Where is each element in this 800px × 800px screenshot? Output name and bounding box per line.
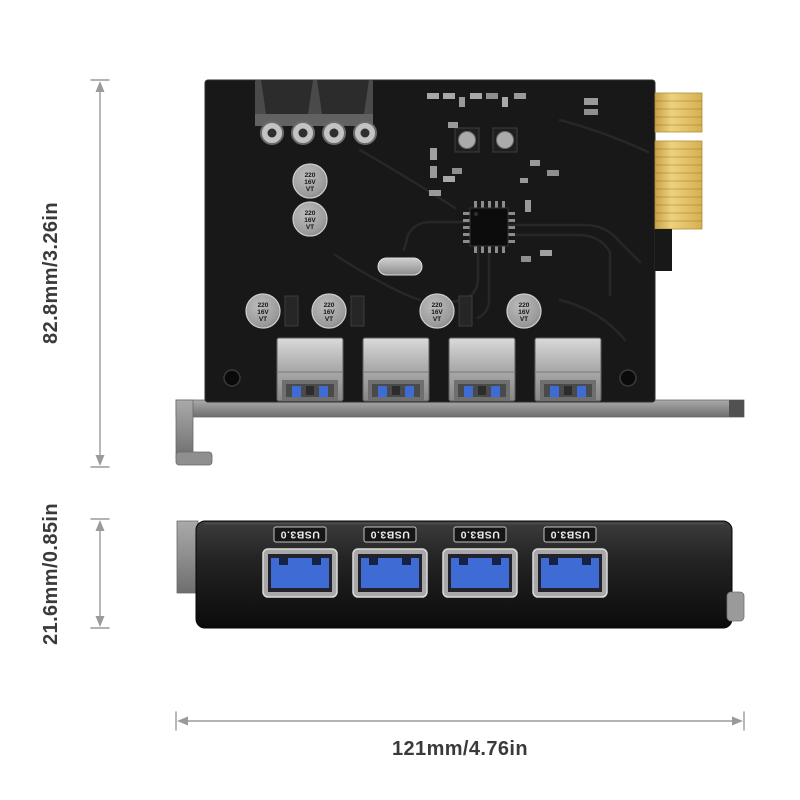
svg-text:VT: VT (433, 316, 441, 323)
usb-port-label-2: USB3.0 (370, 529, 410, 541)
power-connector-key-left (261, 80, 313, 114)
bracket-edge-tip (729, 400, 744, 417)
usb-contact-notch (279, 558, 288, 565)
svg-text:16V: 16V (431, 309, 443, 316)
usb-contact-notch (459, 558, 468, 565)
usb-port-label-4: USB3.0 (550, 529, 590, 541)
usb-port-label-3: USB3.0 (460, 529, 500, 541)
dimension-bracket-height: 21.6mm/0.85in (40, 503, 110, 645)
svg-text:220: 220 (324, 302, 335, 309)
capacitor-top-1: 220 16V VT (292, 163, 328, 199)
usb-contact-notch (369, 558, 378, 565)
crystal-oscillator (377, 257, 423, 276)
usb-port-rear-4: USB3.0 (532, 526, 608, 598)
pcie-edge-connector (654, 92, 703, 271)
usb-contact-notch (582, 558, 591, 565)
card-height-label: 82.8mm/3.26in (40, 202, 62, 344)
usb-shell-top-2 (362, 337, 430, 402)
controller-chip (463, 201, 515, 253)
capacitor-row-3: 220 16V VT (419, 293, 455, 329)
bracket-foot (175, 451, 213, 466)
capacitor-row-2: 220 16V VT (311, 293, 347, 329)
arrowhead-left (177, 716, 188, 726)
usb-contact-notch (549, 558, 558, 565)
pcie-finger-block-short (654, 92, 703, 133)
inductor-2 (492, 127, 518, 153)
power-connector-rail (255, 114, 373, 126)
usb-port-label-box-4 (543, 526, 597, 543)
usb-port-rear-1: USB3.0 (262, 526, 338, 598)
pcie-edge-step (655, 229, 672, 271)
usb-port-rear-3: USB3.0 (442, 526, 518, 598)
power-connector-pins (260, 121, 377, 145)
arrowhead-right (732, 716, 743, 726)
capacitor-top-2: 220 16V VT (292, 201, 328, 237)
card-width-label: 121mm/4.76in (392, 738, 528, 760)
arrowhead-up (95, 81, 105, 92)
arrowhead-down (95, 455, 105, 466)
svg-text:220: 220 (305, 210, 316, 217)
pcie-finger-lines-long (655, 148, 702, 222)
smd-components (284, 93, 598, 327)
svg-text:16V: 16V (323, 309, 335, 316)
power-connector-key-right (317, 80, 369, 114)
pcie-finger-block-long (654, 140, 703, 230)
usb-shell-top-1 (276, 337, 344, 402)
svg-text:16V: 16V (304, 179, 316, 186)
bracket-edge-strip (175, 399, 745, 418)
svg-text:16V: 16V (304, 217, 316, 224)
capacitor-row-4: 220 16V VT (506, 293, 542, 329)
usb-contact-notch (402, 558, 411, 565)
svg-text:220: 220 (519, 302, 530, 309)
usb-port-rear-2: USB3.0 (352, 526, 428, 598)
pcie-finger-lines-short (655, 100, 702, 126)
card-top-view: 220 16V VT 220 16V VT (175, 79, 745, 466)
arrowhead-down (95, 616, 105, 627)
bracket-side-tab (175, 399, 194, 459)
dimension-annotations: 82.8mm/3.26in 21.6mm/0.85in 121mm/4.76in (40, 79, 745, 760)
usb-shell-top-3 (448, 337, 516, 402)
capacitor-row-1: 220 16V VT (245, 293, 281, 329)
usb-contact-notch (492, 558, 501, 565)
usb-port-label-1: USB3.0 (280, 529, 320, 541)
inductor-1 (454, 127, 480, 153)
pcb-traces (333, 118, 650, 342)
bracket-left-tab (176, 520, 199, 594)
svg-text:220: 220 (432, 302, 443, 309)
svg-text:16V: 16V (257, 309, 269, 316)
bracket-right-tab (726, 591, 745, 622)
svg-text:220: 220 (258, 302, 269, 309)
bracket-height-label: 21.6mm/0.85in (40, 503, 62, 645)
arrowhead-up (95, 520, 105, 531)
screw-hole-left (223, 369, 241, 387)
chip-pin1-dot (474, 212, 478, 216)
svg-text:VT: VT (520, 316, 528, 323)
svg-text:VT: VT (259, 316, 267, 323)
usb-port-label-box-1 (273, 526, 327, 543)
usb-contact-notch (312, 558, 321, 565)
usb-port-label-box-2 (363, 526, 417, 543)
svg-text:16V: 16V (518, 309, 530, 316)
bracket-rear-view: USB3.0 USB3.0 USB3.0 (176, 520, 745, 629)
chip-pins (463, 201, 515, 253)
svg-text:VT: VT (306, 224, 314, 231)
power-connector (255, 80, 377, 145)
dimension-card-height: 82.8mm/3.26in (40, 79, 110, 468)
dimension-card-width: 121mm/4.76in (175, 711, 745, 760)
usb-shell-top-4 (534, 337, 602, 402)
screw-hole-right (619, 369, 637, 387)
usb-port-label-box-3 (453, 526, 507, 543)
svg-text:220: 220 (305, 172, 316, 179)
svg-text:VT: VT (325, 316, 333, 323)
svg-text:VT: VT (306, 186, 314, 193)
